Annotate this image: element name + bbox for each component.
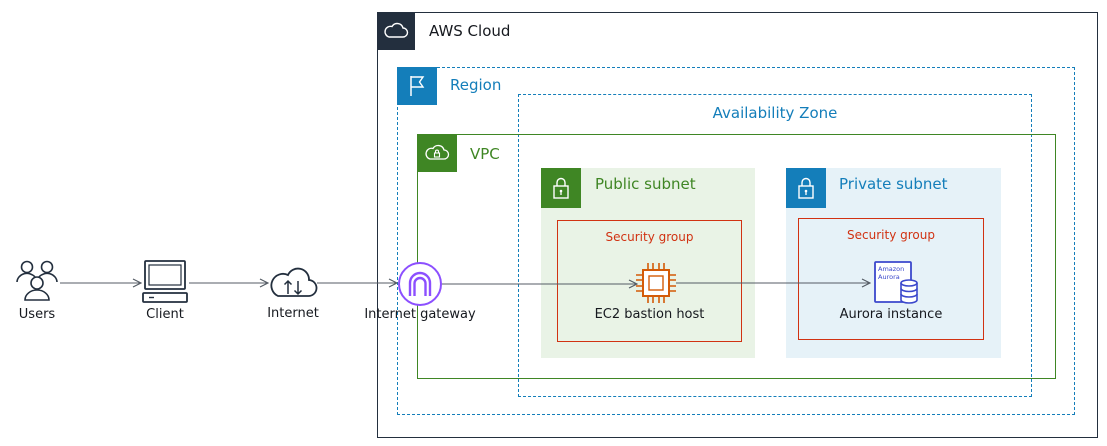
internet-gateway-label: Internet gateway	[364, 307, 476, 322]
region-title: Region	[450, 76, 502, 94]
public-subnet-title: Public subnet	[595, 175, 696, 193]
security-group-private-title: Security group	[847, 228, 935, 242]
aurora-icon-text-1: Amazon	[878, 265, 904, 273]
ec2-label: EC2 bastion host	[594, 307, 705, 322]
internet-gateway-node	[397, 261, 443, 307]
internet-node	[268, 264, 318, 300]
aws-cloud-title: AWS Cloud	[429, 22, 511, 40]
users-label: Users	[18, 307, 56, 322]
vpc-cloud-lock-icon	[417, 134, 457, 172]
users-icon	[16, 260, 58, 301]
aws-cloud-group	[377, 12, 1098, 438]
laptop-icon	[142, 260, 188, 303]
cloud-icon	[377, 12, 415, 50]
aurora-node: Amazon Aurora	[873, 261, 921, 305]
ec2-node	[634, 261, 678, 305]
public-subnet-lock-icon	[541, 168, 581, 208]
vpc-group	[417, 134, 1056, 379]
ec2-chip-icon	[636, 263, 676, 303]
security-group-private	[798, 218, 984, 340]
client-label: Client	[146, 307, 184, 322]
private-subnet-title: Private subnet	[839, 175, 948, 193]
availability-zone-title: Availability Zone	[712, 104, 838, 122]
aurora-db-icon: Amazon Aurora	[874, 261, 918, 304]
security-group-public	[557, 220, 742, 342]
internet-gateway-icon	[398, 262, 442, 306]
users-node	[14, 258, 60, 304]
security-group-public-title: Security group	[605, 230, 694, 244]
internet-cloud-icon	[270, 267, 318, 297]
aurora-label: Aurora instance	[839, 307, 943, 322]
region-group	[397, 67, 1075, 415]
private-subnet-lock-icon	[786, 168, 826, 208]
client-node	[141, 259, 189, 305]
aurora-icon-text-2: Aurora	[878, 273, 900, 281]
vpc-title: VPC	[470, 145, 500, 163]
flag-icon	[397, 67, 437, 105]
availability-zone-group	[518, 94, 1032, 397]
internet-label: Internet	[267, 306, 319, 321]
